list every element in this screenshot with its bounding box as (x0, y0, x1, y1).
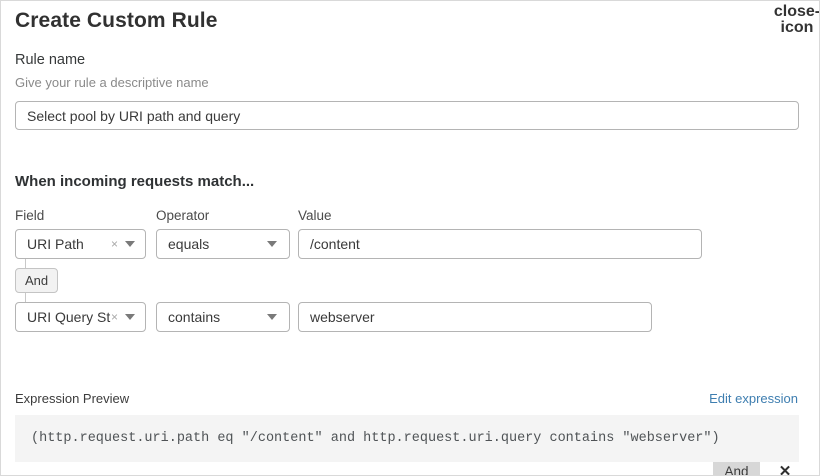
rule-name-label: Rule name (15, 52, 86, 68)
field-select-value-row-2: URI Query St... (27, 309, 111, 325)
chevron-down-icon-row-1 (125, 241, 135, 247)
field-select-value-row-1: URI Path (27, 236, 84, 252)
operator-select-value-row-1: equals (168, 236, 210, 252)
match-section-heading: When incoming requests match... (15, 173, 255, 190)
column-header-field: Field (15, 208, 45, 223)
field-select-row-1[interactable]: URI Path × (15, 229, 146, 259)
chevron-down-icon-operator-row-1 (267, 241, 277, 247)
edit-expression-link[interactable]: Edit expression (709, 391, 798, 406)
expression-preview-code: (http.request.uri.path eq "/content" and… (31, 431, 720, 446)
column-header-value: Value (298, 208, 332, 223)
chevron-down-icon-row-2 (125, 314, 135, 320)
and-button-row-1[interactable]: And (713, 458, 760, 475)
expression-preview-label: Expression Preview (15, 391, 130, 406)
expression-preview-box: (http.request.uri.path eq "/content" and… (15, 415, 799, 462)
rule-name-help-text: Give your rule a descriptive name (15, 75, 209, 90)
column-header-operator: Operator (156, 208, 210, 223)
close-icon[interactable]: close-icon (773, 3, 820, 36)
value-input-row-1[interactable] (298, 229, 702, 259)
field-select-row-2[interactable]: URI Query St... × (15, 302, 146, 332)
operator-select-value-row-2: contains (168, 309, 221, 325)
operator-select-row-1[interactable]: equals (156, 229, 290, 259)
value-input-row-2[interactable] (298, 302, 652, 332)
chevron-down-icon-operator-row-2 (267, 314, 277, 320)
delete-row-icon-row-1[interactable]: ✕ (775, 462, 795, 475)
dialog-title: Create Custom Rule (15, 9, 218, 32)
operator-select-row-2[interactable]: contains (156, 302, 290, 332)
clear-icon-row-2[interactable]: × (110, 310, 118, 324)
clear-icon-row-1[interactable]: × (110, 237, 118, 251)
group-connector-and-button[interactable]: And (15, 268, 59, 293)
rule-name-input[interactable] (15, 101, 799, 130)
